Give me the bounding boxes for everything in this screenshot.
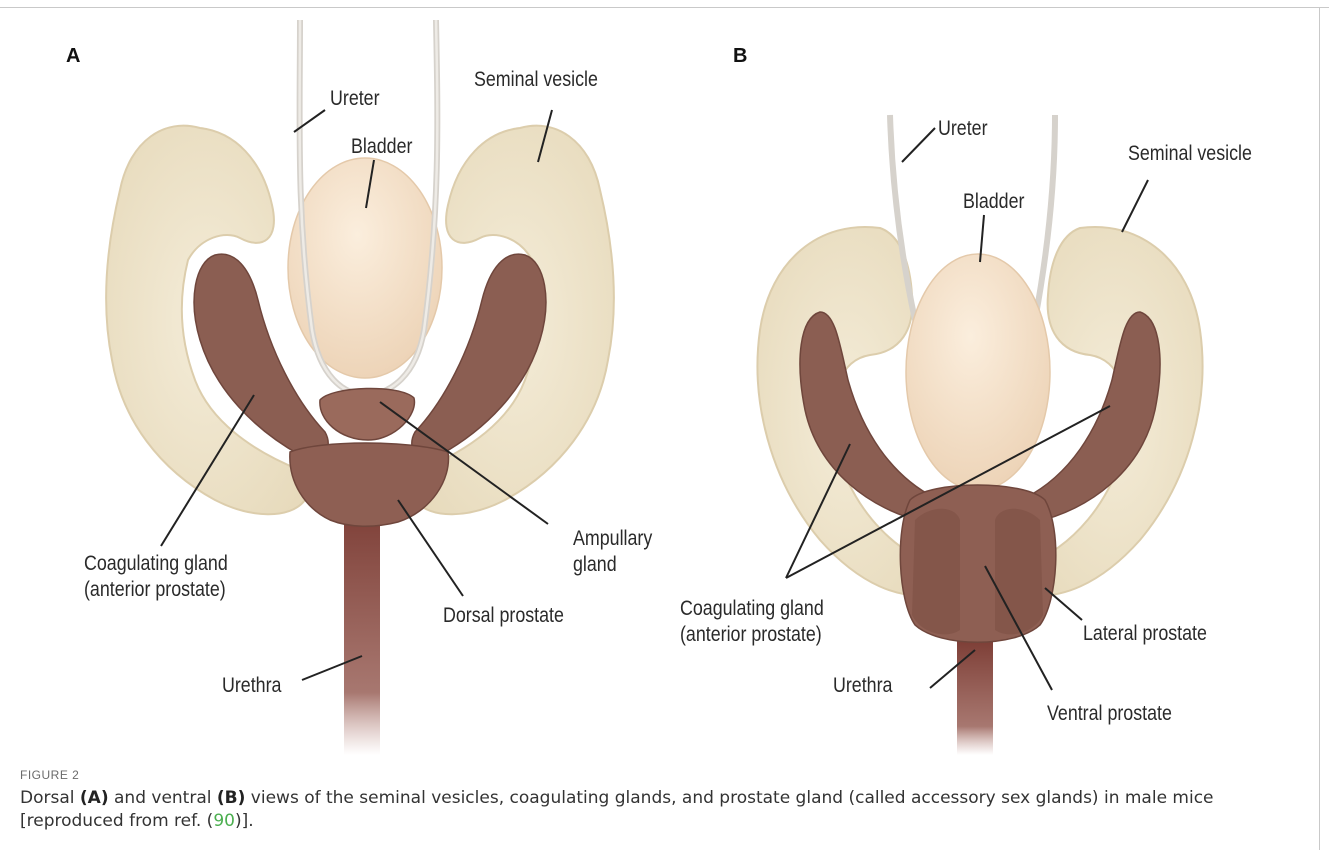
panel-b-label-ureter: Ureter bbox=[938, 117, 988, 141]
panel-a-label-ureter: Ureter bbox=[330, 87, 380, 111]
panel-b-label-ventral-prostate: Ventral prostate bbox=[1047, 702, 1172, 726]
panel-a-label-coagulating-line1: Coagulating gland bbox=[84, 552, 228, 576]
panel-a-label-urethra: Urethra bbox=[222, 674, 282, 698]
reference-link[interactable]: 90 bbox=[213, 811, 235, 831]
panel-a-label-dorsal-prostate: Dorsal prostate bbox=[443, 604, 564, 628]
panel-a-dorsal-prostate-shape bbox=[290, 443, 449, 526]
anatomy-illustration: Ureter Seminal vesicle Bladder Ampullary… bbox=[0, 0, 1329, 760]
caption-panel-b-ref: (B) bbox=[217, 788, 246, 808]
panel-b-label-lateral-prostate: Lateral prostate bbox=[1083, 622, 1207, 646]
panel-a-ampullary-gland-shape bbox=[320, 388, 415, 440]
caption-text-2: and ventral bbox=[109, 788, 217, 808]
panel-a-label-seminal-vesicle: Seminal vesicle bbox=[474, 68, 598, 92]
caption-text-1: Dorsal bbox=[20, 788, 80, 808]
panel-b-lateral-prostate-right-lobe bbox=[995, 509, 1043, 635]
caption-panel-a-ref: (A) bbox=[80, 788, 109, 808]
panel-b-label-urethra: Urethra bbox=[833, 674, 893, 698]
panel-a-drawing bbox=[106, 20, 614, 755]
panel-a-label-ampullary-line2: gland bbox=[573, 553, 617, 577]
figure-label: FIGURE 2 bbox=[20, 768, 79, 782]
panel-b-label-coagulating-line2: (anterior prostate) bbox=[680, 623, 822, 647]
leader-b-ureter bbox=[902, 128, 935, 162]
panel-a-label-ampullary-line1: Ampullary bbox=[573, 527, 653, 551]
figure-caption: Dorsal (A) and ventral (B) views of the … bbox=[20, 787, 1310, 833]
panel-b-label-bladder: Bladder bbox=[963, 190, 1025, 214]
panel-b-lateral-prostate-left-lobe bbox=[912, 509, 960, 635]
panel-b-urethra-shape bbox=[957, 640, 993, 755]
panel-a-urethra-shape bbox=[344, 505, 380, 755]
panel-b-label-coagulating-line1: Coagulating gland bbox=[680, 597, 824, 621]
panel-b-bladder-shape bbox=[906, 254, 1050, 490]
panel-a-label-coagulating-line2: (anterior prostate) bbox=[84, 578, 226, 602]
leader-b-seminal-vesicle bbox=[1122, 180, 1148, 232]
caption-text-4: )]. bbox=[235, 811, 254, 831]
panel-b-label-seminal-vesicle: Seminal vesicle bbox=[1128, 142, 1252, 166]
panel-a-label-bladder: Bladder bbox=[351, 135, 413, 159]
